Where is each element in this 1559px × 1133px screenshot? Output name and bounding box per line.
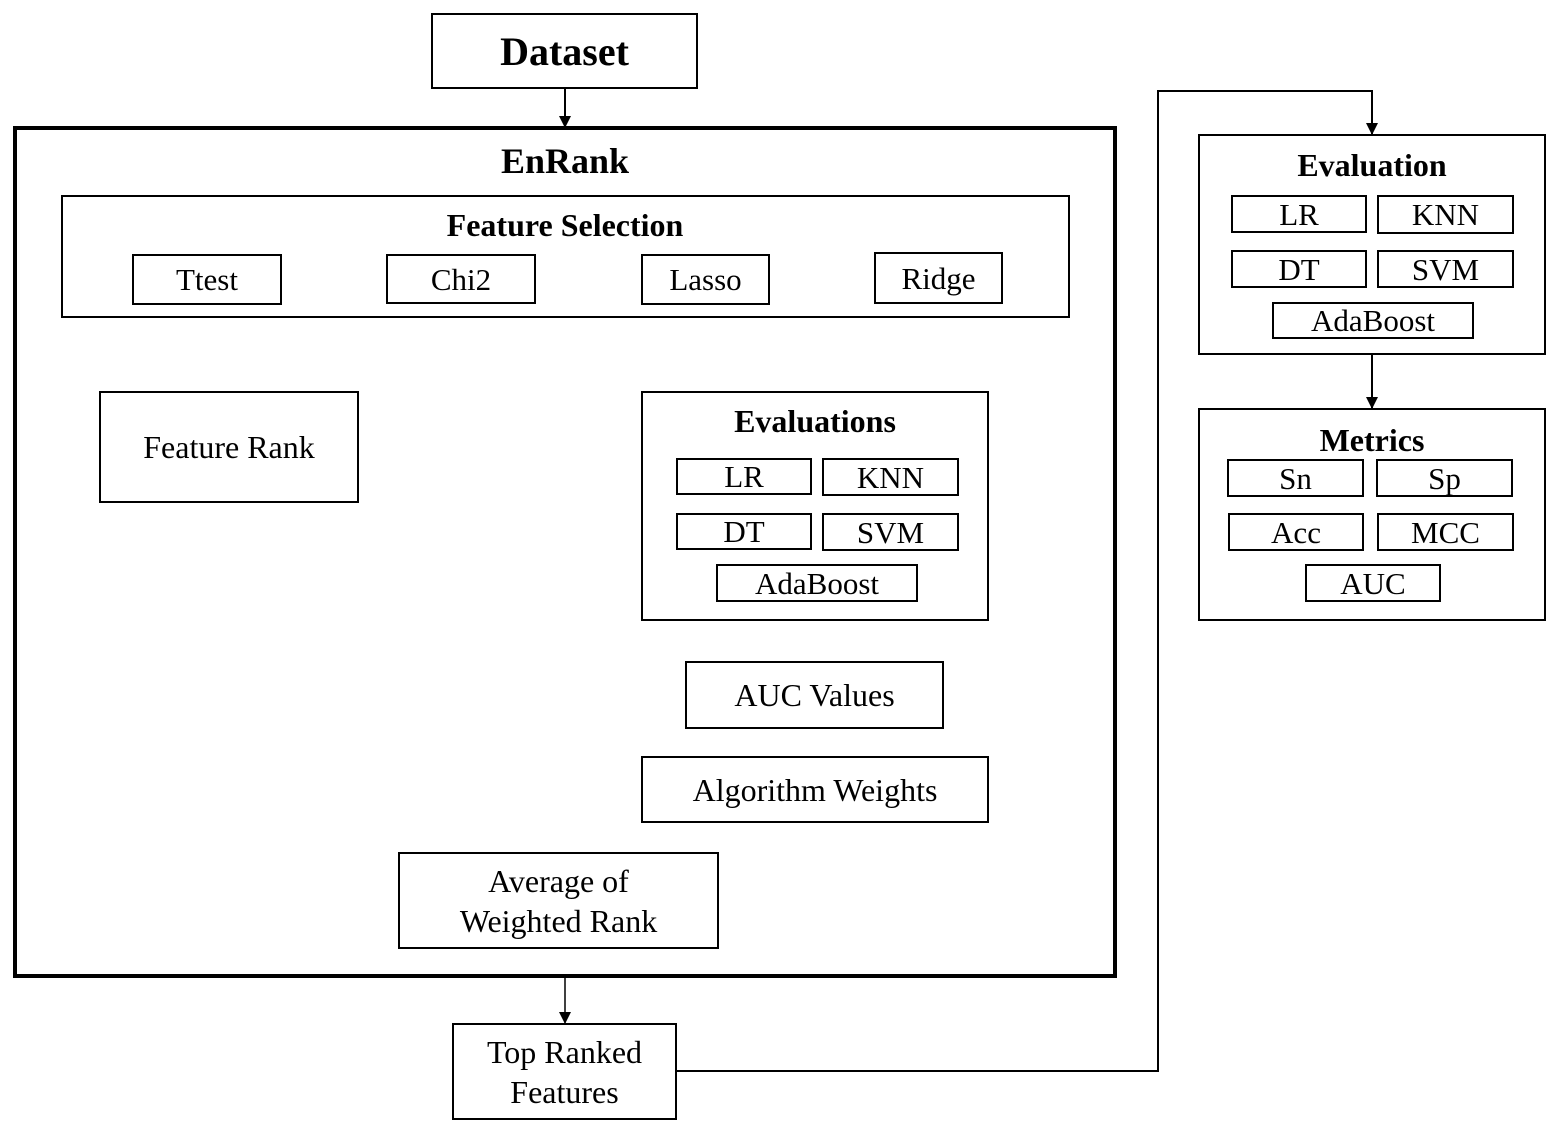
evaluation-model-adaboost: AdaBoost [1272, 302, 1474, 339]
method-chi2: Chi2 [386, 254, 536, 304]
metrics-title: Metrics [1319, 422, 1425, 458]
evaluation-model-lr: LR [1231, 195, 1367, 233]
method-ttest: Ttest [132, 254, 282, 305]
enrank-title: EnRank [500, 141, 630, 181]
evaluation-model-knn: KNN [1377, 195, 1514, 234]
eval-model-adaboost: AdaBoost [716, 564, 918, 602]
algorithm-weights-box: Algorithm Weights [641, 756, 989, 823]
average-weighted-rank-line1: Average of [488, 862, 629, 899]
metric-sn: Sn [1227, 459, 1364, 497]
auc-values-box: AUC Values [685, 661, 944, 729]
metric-acc: Acc [1228, 513, 1364, 551]
evaluation-model-svm: SVM [1377, 250, 1514, 288]
metric-sp: Sp [1376, 459, 1513, 497]
method-ridge: Ridge [874, 252, 1003, 304]
metric-auc: AUC [1305, 564, 1441, 602]
top-ranked-features-box: Top Ranked Features [452, 1023, 677, 1120]
feature-selection-title: Feature Selection [446, 207, 684, 243]
eval-model-svm: SVM [822, 513, 959, 551]
top-ranked-features-line1: Top Ranked [486, 1033, 643, 1070]
method-lasso: Lasso [641, 254, 770, 305]
average-weighted-rank-box: Average of Weighted Rank [398, 852, 719, 949]
dataset-box: Dataset [431, 13, 698, 89]
eval-model-lr: LR [676, 458, 812, 495]
evaluations-title: Evaluations [734, 403, 896, 439]
top-ranked-features-line2: Features [510, 1073, 619, 1110]
evaluation-title: Evaluation [1297, 147, 1447, 183]
dataset-label: Dataset [500, 28, 629, 74]
eval-model-knn: KNN [822, 458, 959, 496]
eval-model-dt: DT [676, 513, 812, 550]
average-weighted-rank-line2: Weighted Rank [459, 902, 658, 939]
feature-rank-box: Feature Rank [99, 391, 359, 503]
metric-mcc: MCC [1377, 513, 1514, 551]
evaluation-model-dt: DT [1231, 250, 1367, 288]
